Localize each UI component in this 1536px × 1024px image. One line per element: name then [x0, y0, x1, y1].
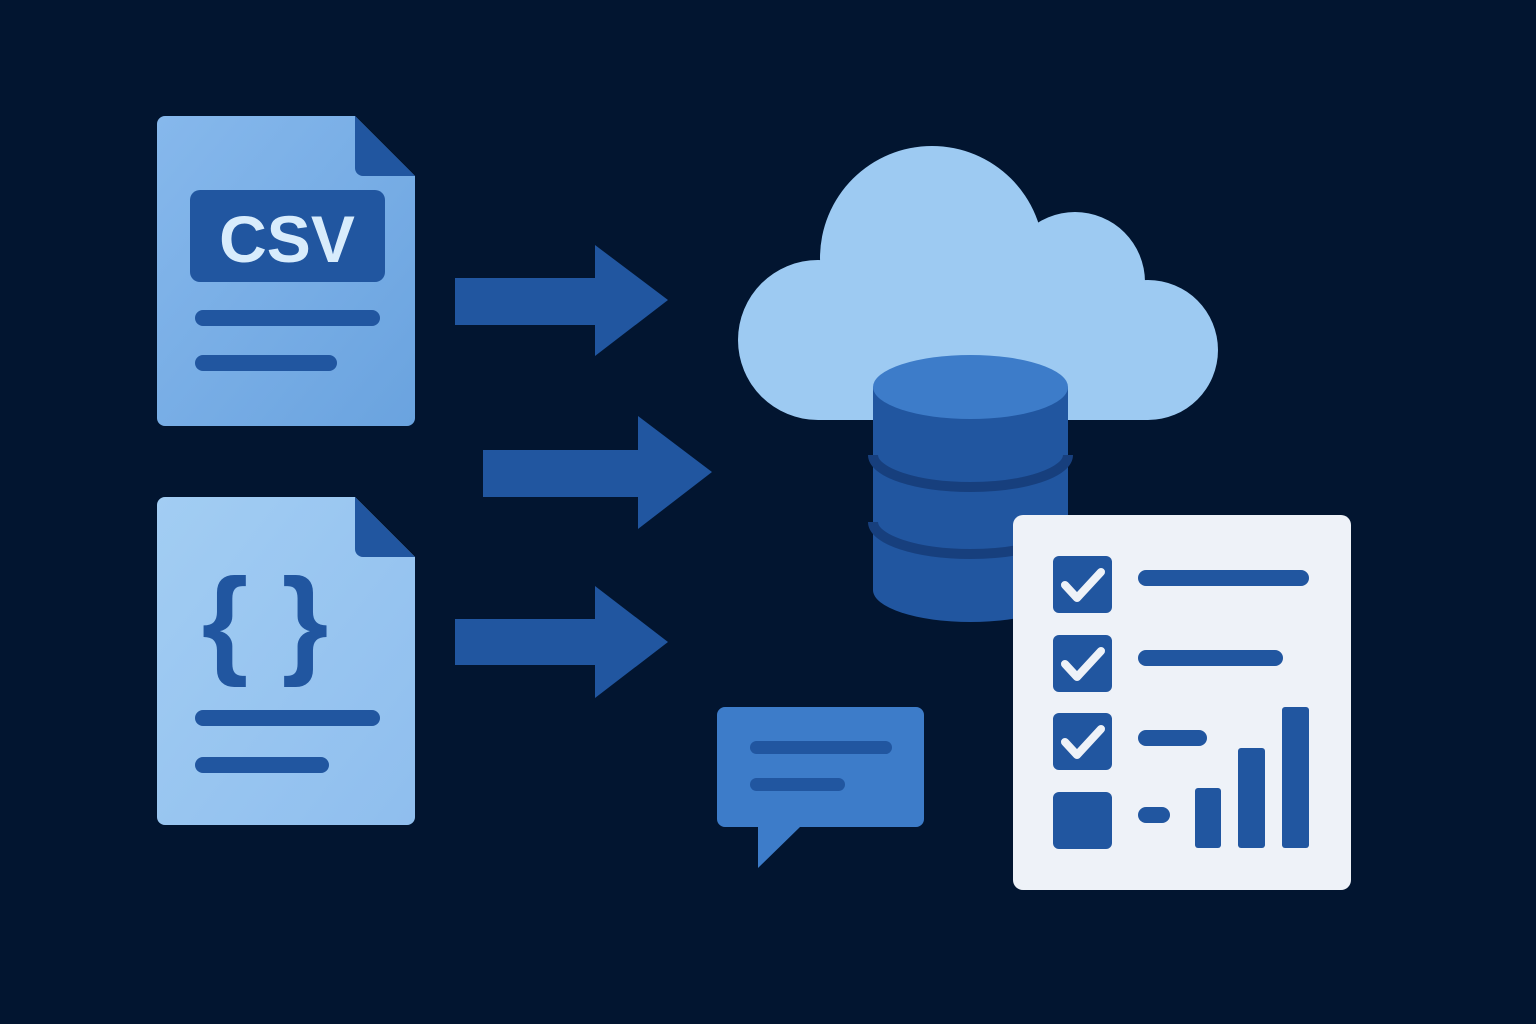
text-line — [195, 757, 329, 773]
chat-bubble-icon — [717, 707, 924, 868]
text-line — [1138, 807, 1170, 823]
text-line — [750, 778, 845, 791]
text-line — [195, 710, 380, 726]
bar-chart-bar — [1238, 748, 1265, 848]
csv-file-icon: CSV — [157, 116, 415, 426]
text-line — [195, 355, 337, 371]
csv-label-box — [190, 190, 385, 282]
report-checklist-card — [1013, 515, 1351, 890]
checkbox-checked-icon — [1053, 713, 1112, 770]
bar-chart-bar — [1195, 788, 1221, 848]
csv-label: CSV — [219, 202, 355, 276]
json-file-icon: { } — [157, 497, 415, 825]
checkbox-checked-icon — [1053, 635, 1112, 692]
text-line — [195, 310, 380, 326]
text-line — [1138, 570, 1309, 586]
curly-braces-icon: { } — [202, 554, 329, 688]
arrow-right-icon — [455, 586, 668, 698]
bar-chart-bar — [1282, 707, 1309, 848]
text-line — [750, 741, 892, 754]
text-line — [1138, 650, 1283, 666]
arrow-right-icon — [483, 416, 712, 529]
folded-corner — [355, 497, 415, 557]
folded-corner — [355, 116, 415, 176]
text-line — [1138, 730, 1207, 746]
checkbox-unchecked-icon — [1053, 792, 1112, 849]
checkbox-checked-icon — [1053, 556, 1112, 613]
arrow-right-icon — [455, 245, 668, 356]
